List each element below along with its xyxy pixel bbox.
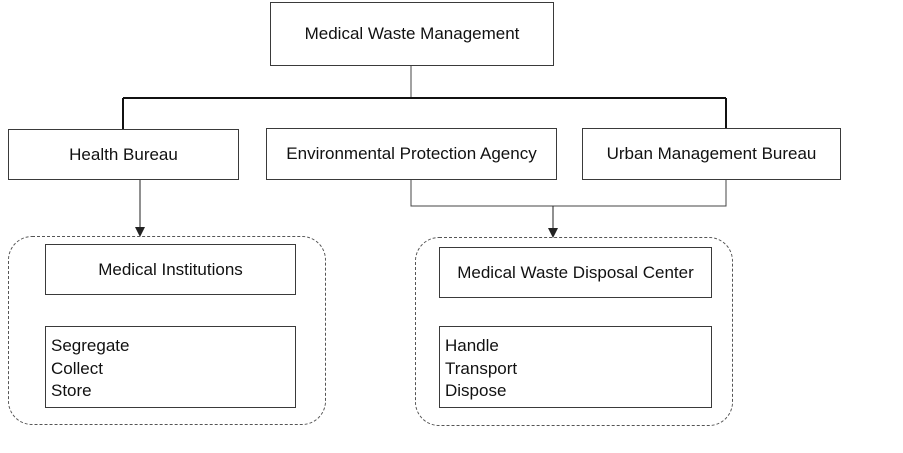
urban-management-bureau-label: Urban Management Bureau xyxy=(606,144,817,163)
task-item-store: Store xyxy=(51,381,92,400)
environmental-protection-agency-node: Environmental Protection Agency xyxy=(266,128,557,180)
environmental-protection-agency-label: Environmental Protection Agency xyxy=(286,144,537,163)
task-item-handle: Handle xyxy=(445,336,499,355)
root-node-label: Medical Waste Management xyxy=(304,24,520,43)
root-node: Medical Waste Management xyxy=(270,2,554,66)
task-item-dispose: Dispose xyxy=(445,381,507,400)
urban-management-bureau-node: Urban Management Bureau xyxy=(582,128,841,180)
disposal-center-label: Medical Waste Disposal Center xyxy=(457,262,694,282)
task-item-transport: Transport xyxy=(445,358,518,378)
medical-institutions-group xyxy=(8,236,326,425)
disposal-bracket xyxy=(410,179,727,207)
disposal-center-task-list: Handle Transport Dispose xyxy=(439,326,712,408)
health-bureau-label: Health Bureau xyxy=(69,144,178,164)
health-bureau-node: Health Bureau xyxy=(8,129,239,180)
disposal-center-group xyxy=(415,237,733,426)
medical-institutions-node: Medical Institutions xyxy=(45,244,296,295)
medical-institutions-label: Medical Institutions xyxy=(98,259,243,279)
task-item-collect: Collect xyxy=(51,358,103,378)
task-item-segregate: Segregate xyxy=(51,336,130,355)
disposal-center-node: Medical Waste Disposal Center xyxy=(439,247,712,298)
medical-institutions-task-list: Segregate Collect Store xyxy=(45,326,296,408)
